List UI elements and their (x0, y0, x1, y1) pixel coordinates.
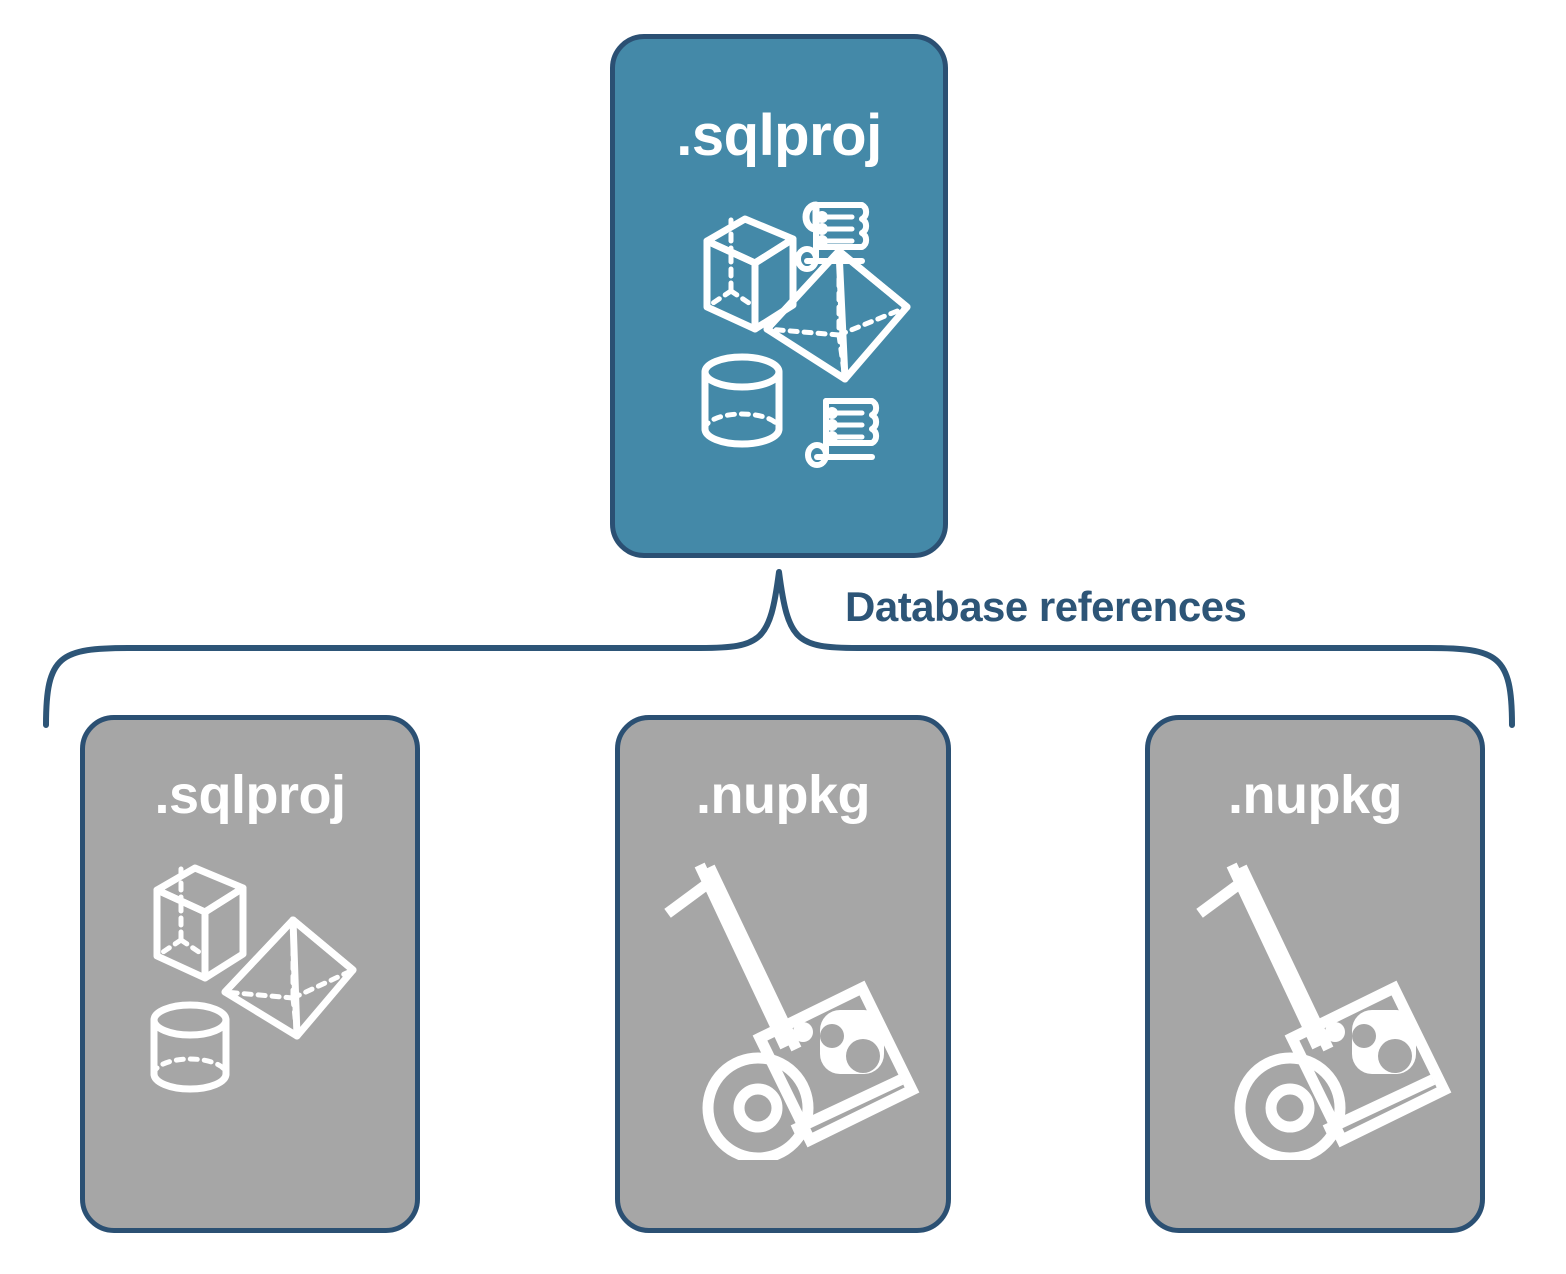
nuget-hand-truck-icon (664, 862, 920, 1160)
bracket-label-database-references: Database references (845, 583, 1247, 630)
cylinder-icon (701, 353, 783, 448)
node-ref-nupkg-2[interactable]: .nupkg (1145, 715, 1485, 1233)
node-root-title: .sqlproj (676, 103, 882, 168)
node-root-icon-group (615, 189, 943, 479)
pyramid-icon (763, 247, 911, 383)
pyramid-icon (221, 916, 357, 1040)
nuget-logo-holes (820, 1024, 880, 1073)
cylinder-icon (150, 1001, 230, 1093)
scroll-icon (805, 398, 880, 468)
shapes-icon (150, 864, 357, 1093)
node-ref-sqlproj-title: .sqlproj (154, 765, 346, 825)
cube-icon (153, 864, 247, 982)
nuget-hand-truck-icon (1196, 862, 1452, 1160)
scroll-icon (795, 201, 870, 272)
node-ref-nupkg-2-icon-group (1150, 860, 1480, 1160)
shapes-and-scripts-icon (701, 201, 911, 468)
node-ref-sqlproj-icon-group (85, 860, 415, 1100)
node-root-sqlproj[interactable]: .sqlproj (610, 34, 948, 558)
node-ref-sqlproj[interactable]: .sqlproj (80, 715, 420, 1233)
node-ref-nupkg-1-title: .nupkg (696, 765, 870, 825)
node-ref-nupkg-1-icon-group (620, 860, 946, 1160)
node-ref-nupkg-2-title: .nupkg (1228, 765, 1402, 825)
nuget-logo-holes (1352, 1024, 1412, 1073)
node-ref-nupkg-1[interactable]: .nupkg (615, 715, 951, 1233)
